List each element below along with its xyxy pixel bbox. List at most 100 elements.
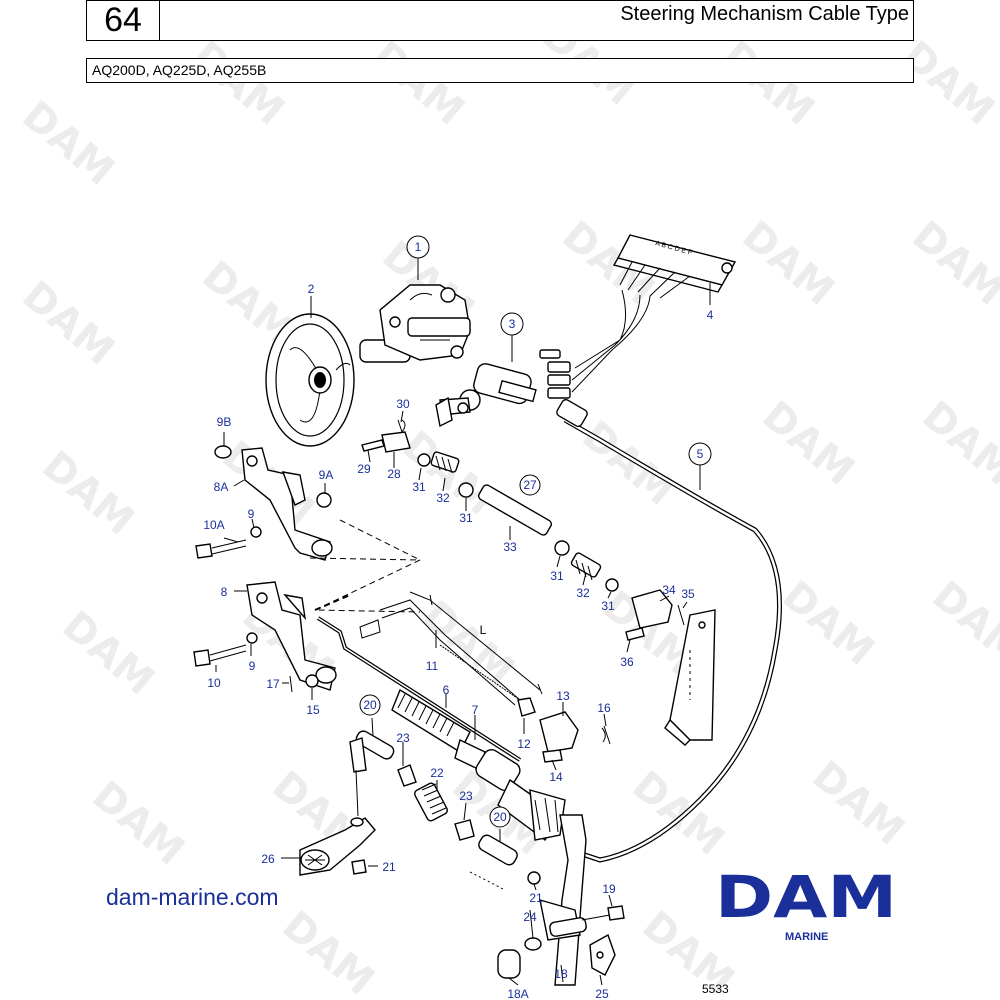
link-hardware [349, 730, 518, 891]
callout-24: 24 [523, 910, 537, 924]
steering-helm-unit [359, 284, 471, 363]
callout-6: 6 [443, 683, 450, 697]
callout-circle [489, 806, 511, 828]
dimension-length-label: L [480, 623, 487, 637]
callout-13: 13 [556, 689, 570, 703]
alignment-dashed-line [314, 594, 351, 611]
watermark-text: DAM [774, 572, 883, 674]
callout-26: 26 [261, 852, 275, 866]
callout-7: 7 [472, 703, 479, 717]
small-hardware [193, 419, 411, 693]
callout-14: 14 [549, 770, 563, 784]
watermark-text: DAM [734, 212, 843, 314]
callout-31-c: 31 [550, 569, 564, 583]
watermark-text: DAM [804, 752, 913, 854]
callout-15: 15 [306, 703, 320, 717]
watermark-text: DAM [84, 772, 193, 874]
callout-31-b: 31 [459, 511, 473, 525]
watermark-text: DAM [274, 902, 383, 1000]
callout-2: 2 [308, 282, 315, 296]
watermark-text: DAM [714, 32, 823, 134]
callout-10a: 10A [203, 518, 224, 532]
callout-18a: 18A [507, 987, 528, 1000]
callout-circle [519, 474, 541, 496]
alignment-dashed-line [309, 557, 421, 613]
callout-12: 12 [517, 737, 531, 751]
callout-9-lower: 9 [249, 659, 256, 673]
cable-rod-assembly [316, 599, 566, 842]
callout-10: 10 [207, 676, 221, 690]
callout-circle [406, 235, 430, 259]
callout-1: 1 [415, 240, 422, 254]
logo-wordmark: DAM [715, 863, 897, 931]
steering-wheel [265, 313, 355, 447]
wiring-harness-connector: A B C D E F [571, 234, 737, 393]
dam-marine-logo: DAM MARINE [715, 863, 897, 943]
mounting-bracket-lower [246, 581, 337, 691]
mounting-bracket-upper [241, 447, 333, 561]
callout-circle [500, 312, 524, 336]
callout-9b: 9B [217, 415, 232, 429]
callout-32-a: 32 [436, 491, 450, 505]
callout-23-upper: 23 [396, 731, 410, 745]
page-number-box: 64 [86, 0, 160, 41]
callout-30: 30 [396, 397, 410, 411]
watermark-text: DAM [394, 422, 503, 524]
callout-20-upper: 20 [363, 698, 377, 712]
website-link[interactable]: dam-marine.com [106, 884, 279, 910]
callout-17: 17 [266, 677, 280, 691]
watermark-text: DAM [754, 392, 863, 494]
watermark-text: DAM [904, 212, 1000, 314]
callout-labels: 1 2 3 4 5 9B 9A 8A 9 10A 8 9 10 17 15 30… [203, 235, 714, 1000]
callout-35: 35 [681, 587, 695, 601]
model-list: AQ200D, AQ225D, AQ255B [92, 62, 267, 78]
drawing-number: 5533 [702, 982, 729, 996]
callout-8: 8 [221, 585, 228, 599]
callout-21-left: 21 [382, 860, 396, 874]
callout-25: 25 [595, 987, 609, 1000]
callout-29: 29 [357, 462, 371, 476]
callout-33: 33 [503, 540, 517, 554]
callout-circle [688, 442, 712, 466]
watermark-text: DAM [14, 272, 123, 374]
watermark-text: DAM [894, 32, 1000, 134]
cable-end-assembly [417, 451, 685, 641]
page-number: 64 [104, 1, 142, 39]
watermark-text: DAM [574, 412, 683, 514]
watermark-text: DAM [924, 572, 1000, 674]
callout-27: 27 [523, 478, 537, 492]
callout-34: 34 [662, 583, 676, 597]
tiller-arm [299, 817, 376, 876]
callout-31-d: 31 [601, 599, 615, 613]
watermark-text: DAM [54, 602, 163, 704]
steering-arm-plate [664, 609, 716, 746]
watermark-text: DAM [624, 762, 733, 864]
callout-9a: 9A [319, 468, 334, 482]
callout-18: 18 [554, 967, 568, 981]
watermark-text: DAM [184, 32, 293, 134]
lower-bracket-assembly [497, 814, 625, 986]
callout-32-b: 32 [576, 586, 590, 600]
callout-3: 3 [509, 317, 516, 331]
callout-21-right: 21 [529, 891, 543, 905]
callout-8a: 8A [214, 480, 229, 494]
callout-19: 19 [602, 882, 616, 896]
watermark-text: DAM [364, 32, 473, 134]
callout-16: 16 [597, 701, 611, 715]
logo-subtext: MARINE [785, 931, 828, 943]
callout-31-a: 31 [412, 480, 426, 494]
cable-clevis-hardware [517, 697, 611, 763]
page-title: Steering Mechanism Cable Type [620, 3, 909, 25]
watermark-text: DAM [14, 92, 123, 194]
callout-5: 5 [697, 447, 704, 461]
title-box: Steering Mechanism Cable Type [159, 0, 914, 41]
alignment-dashed-line [339, 519, 421, 561]
callout-20-lower: 20 [493, 810, 507, 824]
callout-circle [359, 694, 381, 716]
leader-lines [215, 258, 711, 986]
watermark-text: DAM [34, 442, 143, 544]
watermark-text: DAM [914, 392, 1000, 494]
callout-9-upper: 9 [248, 507, 255, 521]
